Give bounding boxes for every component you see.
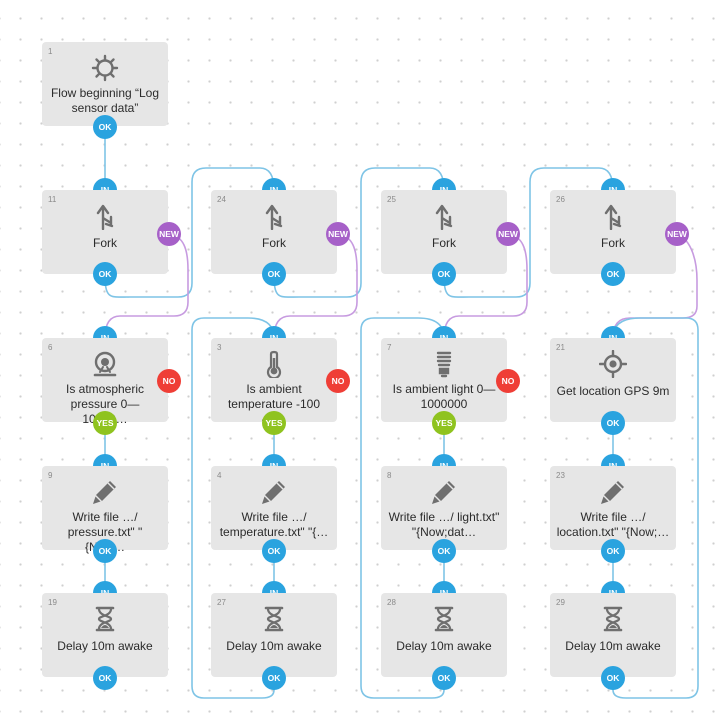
yes-pin[interactable]: YES <box>432 411 456 435</box>
block-label: Fork <box>262 236 286 250</box>
hourglass-icon <box>603 606 623 632</box>
block-number: 28 <box>387 598 396 607</box>
ok-pin[interactable]: OK <box>93 539 117 563</box>
new-pin[interactable]: NEW <box>496 222 520 246</box>
write-file-block-23[interactable]: 23 Write file …/ location.txt" "{Now;… <box>550 466 676 550</box>
block-label: Fork <box>432 236 456 250</box>
no-pin[interactable]: NO <box>326 369 350 393</box>
block-number: 9 <box>48 471 53 480</box>
block-number: 29 <box>556 598 565 607</box>
gps-target-icon <box>599 350 627 378</box>
fork-icon <box>435 204 453 230</box>
no-pin[interactable]: NO <box>157 369 181 393</box>
new-pin[interactable]: NEW <box>665 222 689 246</box>
block-label: Fork <box>93 236 117 250</box>
fork-block-24[interactable]: 24 Fork <box>211 190 337 274</box>
pencil-icon <box>432 481 455 504</box>
ok-pin[interactable]: OK <box>93 115 117 139</box>
fork-icon <box>265 204 283 230</box>
block-label: Delay 10m awake <box>565 639 661 653</box>
new-pin[interactable]: NEW <box>157 222 181 246</box>
delay-block-19[interactable]: 19 Delay 10m awake <box>42 593 168 677</box>
fork-block-11[interactable]: 11 Fork <box>42 190 168 274</box>
light-bulb-icon <box>436 351 452 378</box>
block-label: Write file …/ light.txt" "{Now;dat… <box>388 510 500 539</box>
ok-pin[interactable]: OK <box>262 262 286 286</box>
wire-11-to-24 <box>104 167 275 298</box>
ok-pin[interactable]: OK <box>432 539 456 563</box>
block-label: Write file …/ temperature.txt" "{… <box>219 510 329 539</box>
block-number: 24 <box>217 195 226 204</box>
block-number: 25 <box>387 195 396 204</box>
block-label: Get location GPS 9m <box>556 384 670 398</box>
ok-pin[interactable]: OK <box>93 666 117 690</box>
block-label: Write file …/ location.txt" "{Now;… <box>556 510 670 539</box>
block-number: 21 <box>556 343 565 352</box>
block-number: 7 <box>387 343 392 352</box>
ok-pin[interactable]: OK <box>262 666 286 690</box>
wire-loop-28-to-25 <box>360 317 445 699</box>
delay-block-29[interactable]: 29 Delay 10m awake <box>550 593 676 677</box>
block-number: 11 <box>48 195 57 204</box>
write-file-block-8[interactable]: 8 Write file …/ light.txt" "{Now;dat… <box>381 466 507 550</box>
block-label: Fork <box>601 236 625 250</box>
block-number: 23 <box>556 471 565 480</box>
pressure-check-block-6[interactable]: 6 Is atmospheric pressure 0—10000… <box>42 338 168 426</box>
wire-loop-27-to-24 <box>191 317 275 699</box>
wire-loop-29-to-26 <box>612 317 699 699</box>
ok-pin[interactable]: OK <box>601 539 625 563</box>
wire-25-to-26 <box>443 167 614 298</box>
thermometer-icon <box>266 350 282 378</box>
fork-icon <box>96 204 114 230</box>
block-label: Flow beginning “Log sensor data” <box>50 86 160 115</box>
fork-icon <box>604 204 622 230</box>
hourglass-icon <box>95 606 115 632</box>
block-number: 27 <box>217 598 226 607</box>
wire-new-25-to-7 <box>443 233 528 339</box>
ok-pin[interactable]: OK <box>262 539 286 563</box>
block-number: 8 <box>387 471 392 480</box>
flow-block-1[interactable]: 1 Flow beginning “Log sensor data” <box>42 42 168 126</box>
block-number: 19 <box>48 598 57 607</box>
new-pin[interactable]: NEW <box>326 222 350 246</box>
block-label: Is ambient light 0—1000000 <box>392 382 496 411</box>
ok-pin[interactable]: OK <box>601 262 625 286</box>
delay-block-28[interactable]: 28 Delay 10m awake <box>381 593 507 677</box>
block-label: Delay 10m awake <box>226 639 322 653</box>
ok-pin[interactable]: OK <box>432 262 456 286</box>
write-file-block-9[interactable]: 9 Write file …/ pressure.txt" "{Now… <box>42 466 168 554</box>
yes-pin[interactable]: YES <box>262 411 286 435</box>
temperature-check-block-3[interactable]: 3 Is ambient temperature -100—… <box>211 338 337 426</box>
gear-icon <box>91 54 119 82</box>
wire-new-24-to-3 <box>273 233 358 339</box>
light-check-block-7[interactable]: 7 Is ambient light 0—1000000 <box>381 338 507 422</box>
fork-block-25[interactable]: 25 Fork <box>381 190 507 274</box>
hourglass-icon <box>264 606 284 632</box>
ok-pin[interactable]: OK <box>432 666 456 690</box>
no-pin[interactable]: NO <box>496 369 520 393</box>
ok-pin[interactable]: OK <box>601 666 625 690</box>
write-file-block-4[interactable]: 4 Write file …/ temperature.txt" "{… <box>211 466 337 550</box>
block-number: 1 <box>48 47 53 56</box>
barometer-icon <box>93 351 117 377</box>
pencil-icon <box>262 481 285 504</box>
block-number: 4 <box>217 471 222 480</box>
block-number: 6 <box>48 343 53 352</box>
gps-location-block-21[interactable]: 21 Get location GPS 9m <box>550 338 676 422</box>
wire-new-26-to-21 <box>612 233 698 339</box>
hourglass-icon <box>434 606 454 632</box>
pencil-icon <box>601 481 624 504</box>
ok-pin[interactable]: OK <box>601 411 625 435</box>
fork-block-26[interactable]: 26 Fork <box>550 190 676 274</box>
block-label: Delay 10m awake <box>57 639 153 653</box>
block-number: 3 <box>217 343 222 352</box>
block-label: Delay 10m awake <box>396 639 492 653</box>
wire-24-to-25 <box>273 167 445 298</box>
pencil-icon <box>93 481 116 504</box>
yes-pin[interactable]: YES <box>93 411 117 435</box>
ok-pin[interactable]: OK <box>93 262 117 286</box>
delay-block-27[interactable]: 27 Delay 10m awake <box>211 593 337 677</box>
block-number: 26 <box>556 195 565 204</box>
wire-new-11-to-6 <box>104 233 189 339</box>
